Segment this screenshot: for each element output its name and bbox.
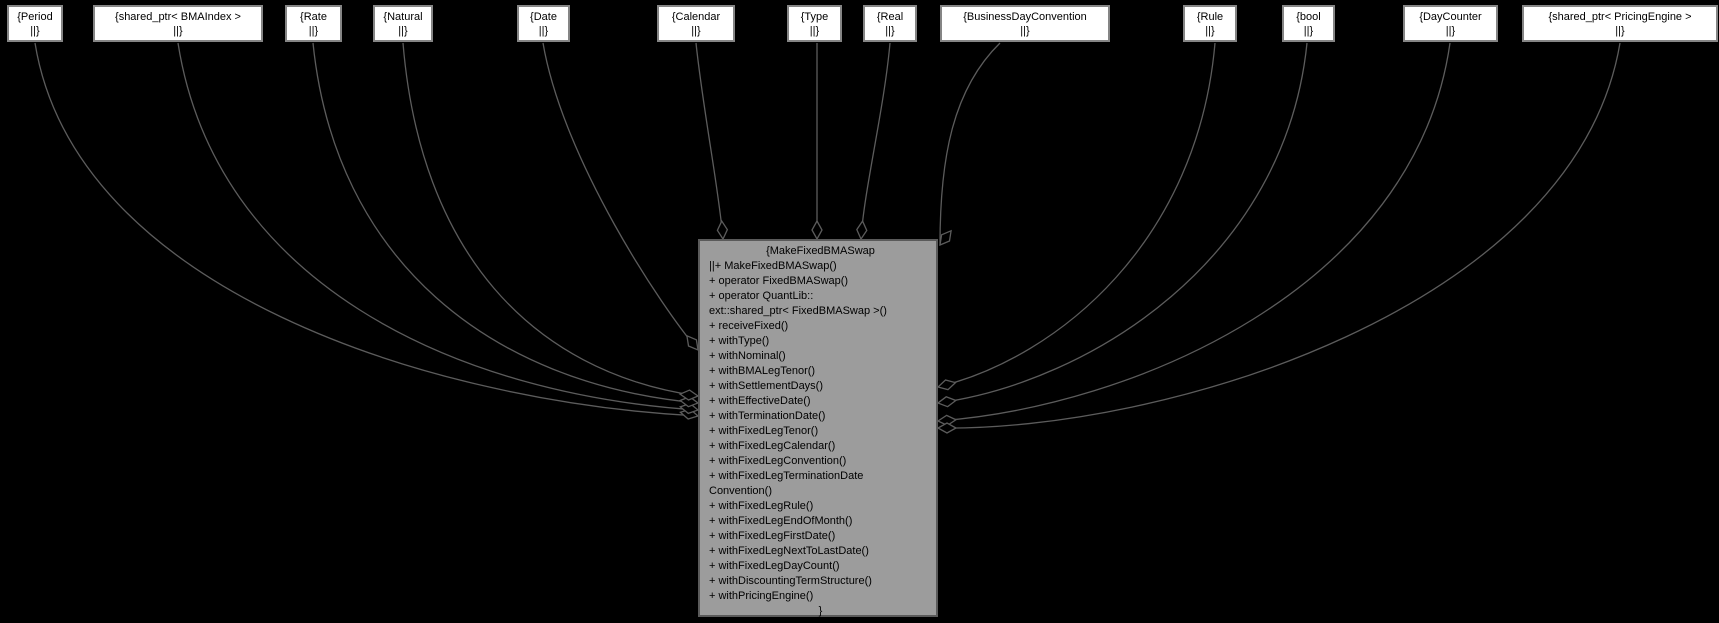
type-node-label: {Period	[17, 11, 53, 23]
type-node-rate[interactable]: {Rate ||}	[285, 5, 342, 42]
type-node-businessdayconvention[interactable]: {BusinessDayConvention ||}	[940, 5, 1110, 42]
class-member-line: + withFixedLegTerminationDate	[709, 470, 864, 482]
class-member-line: + withFixedLegCalendar()	[709, 440, 836, 452]
edge-rule-to-class	[937, 42, 1216, 388]
type-node-label-2: ||}	[173, 25, 183, 37]
class-member-line: + withFixedLegNextToLastDate()	[709, 545, 869, 557]
type-node-real[interactable]: {Real ||}	[863, 5, 917, 42]
type-node-label-2: ||}	[398, 25, 408, 37]
edge-period-to-class	[34, 42, 699, 417]
type-node-bmaindex[interactable]: {shared_ptr< BMAIndex > ||}	[93, 5, 263, 42]
edge-date-to-class	[542, 42, 699, 351]
type-node-label: {DayCounter	[1419, 11, 1482, 23]
type-node-label-2: ||}	[308, 25, 319, 37]
class-member-line: + withEffectiveDate()	[709, 395, 811, 407]
type-node-period[interactable]: {Period ||}	[7, 5, 63, 42]
class-node-makefixedbmaswap: {MakeFixedBMASwap ||+ MakeFixedBMASwap()…	[698, 239, 938, 617]
type-node-label-2: ||}	[1205, 25, 1215, 37]
type-node-label: {Rate	[300, 11, 327, 23]
type-node-label: {BusinessDayConvention	[963, 11, 1087, 23]
type-node-date[interactable]: {Date ||}	[517, 5, 570, 42]
type-node-label: {Type	[800, 11, 829, 23]
aggregation-diamond	[686, 334, 699, 352]
type-node-label: {Date	[530, 11, 557, 23]
type-node-label: {shared_ptr< BMAIndex >	[115, 11, 241, 23]
edge-bmaindex-to-class	[177, 42, 699, 411]
edge-pricingengine-to-class	[937, 42, 1621, 429]
aggregation-diamond	[856, 219, 868, 241]
class-member-line: + withPricingEngine()	[709, 590, 814, 602]
type-node-label-2: ||}	[885, 25, 895, 37]
edge-real-to-class	[860, 42, 891, 240]
class-member-line: ||+ MakeFixedBMASwap()	[709, 260, 837, 272]
edge-calendar-to-class	[695, 42, 724, 240]
class-member-line: + withSettlementDays()	[709, 380, 824, 392]
class-member-line: + withFixedLegDayCount()	[709, 560, 840, 572]
edge-bool-to-class	[937, 42, 1308, 404]
type-node-type[interactable]: {Type ||}	[787, 5, 842, 42]
type-node-label: {Rule	[1196, 11, 1224, 23]
type-node-label: {Natural	[383, 11, 423, 23]
type-node-daycounter[interactable]: {DayCounter ||}	[1403, 5, 1498, 42]
class-member-line: Convention()	[709, 485, 772, 497]
type-node-label-2: ||}	[1445, 25, 1456, 37]
class-member-line: + operator QuantLib::	[709, 290, 814, 302]
type-node-bool[interactable]: {bool ||}	[1282, 5, 1335, 42]
class-member-line: + receiveFixed()	[709, 320, 789, 332]
type-node-pricingengine[interactable]: {shared_ptr< PricingEngine > ||}	[1522, 5, 1718, 42]
class-member-line: + withDiscountingTermStructure()	[709, 575, 872, 587]
type-node-rule[interactable]: {Rule ||}	[1183, 5, 1237, 42]
aggregation-diamond	[939, 229, 952, 247]
edge-daycounter-to-class	[937, 42, 1451, 422]
type-node-label-2: ||}	[809, 25, 820, 37]
edge-natural-to-class	[402, 42, 699, 397]
class-member-line: + withNominal()	[709, 350, 786, 362]
aggregation-diamond	[936, 379, 957, 391]
class-member-line: ext::shared_ptr< FixedBMASwap >()	[709, 305, 887, 317]
type-node-label: {shared_ptr< PricingEngine >	[1548, 11, 1692, 23]
class-title: {MakeFixedBMASwap	[766, 245, 875, 257]
class-closing-brace: }	[818, 605, 823, 617]
edge-businessdayconvention-to-class	[939, 42, 1001, 246]
type-node-label-2: ||}	[1020, 25, 1030, 37]
aggregation-diamond	[936, 396, 958, 408]
class-member-line: + withFixedLegFirstDate()	[709, 530, 836, 542]
aggregation-diamond	[716, 219, 729, 241]
type-node-label-2: ||}	[691, 25, 701, 37]
type-node-label: {Calendar	[671, 11, 721, 23]
aggregation-diamond	[936, 422, 958, 434]
class-member-line: + withType()	[709, 335, 770, 347]
class-member-line: + withFixedLegEndOfMonth()	[709, 515, 853, 527]
class-member-line: + withFixedLegRule()	[709, 500, 814, 512]
edge-rate-to-class	[312, 42, 699, 404]
type-node-label: {Real	[876, 11, 904, 23]
aggregation-diamond	[811, 219, 823, 241]
type-node-label-2: ||}	[1615, 25, 1625, 37]
class-member-line: + withTerminationDate()	[709, 410, 826, 422]
type-node-label-2: ||}	[1303, 25, 1314, 37]
type-node-label: {bool	[1296, 11, 1321, 23]
type-node-calendar[interactable]: {Calendar ||}	[657, 5, 735, 42]
type-node-label-2: ||}	[538, 25, 549, 37]
aggregation-diamond	[678, 389, 700, 401]
class-member-line: + withFixedLegTenor()	[709, 425, 819, 437]
class-member-line: + withFixedLegConvention()	[709, 455, 847, 467]
type-node-label-2: ||}	[30, 25, 40, 37]
class-member-line: + operator FixedBMASwap()	[709, 275, 849, 287]
class-member-list: ||+ MakeFixedBMASwap() + operator FixedBM…	[709, 259, 932, 604]
class-member-line: + withBMALegTenor()	[709, 365, 816, 377]
type-node-natural[interactable]: {Natural ||}	[373, 5, 433, 42]
